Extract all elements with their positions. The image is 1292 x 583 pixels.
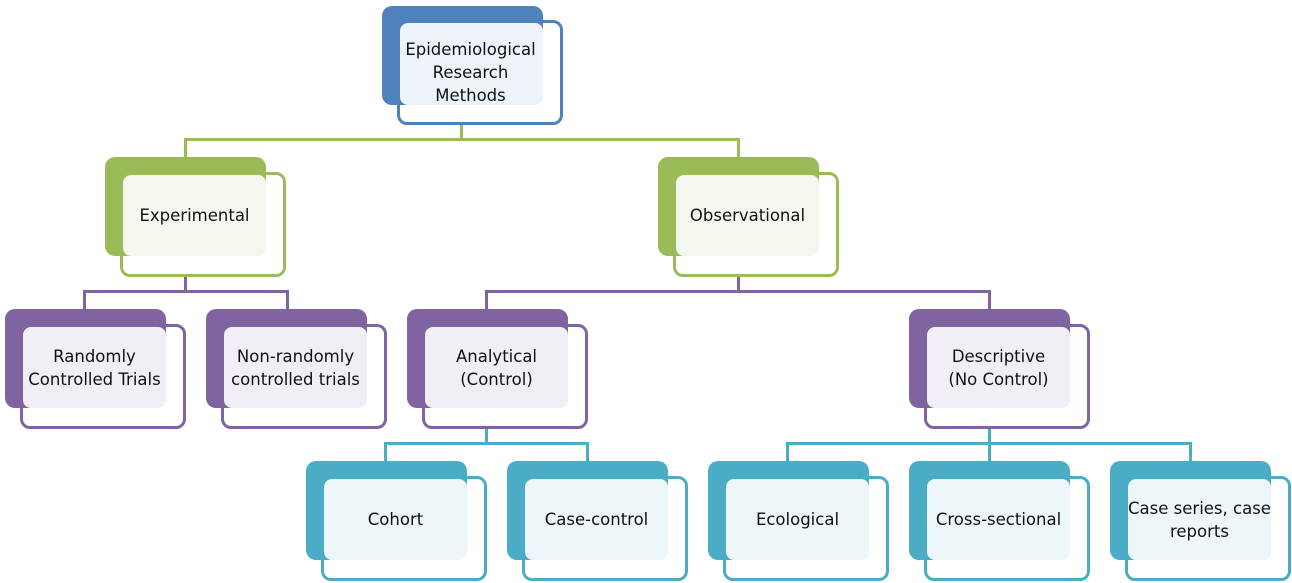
connector-trunk: [988, 429, 991, 444]
connector-drop: [286, 290, 289, 309]
connector-drop: [988, 290, 991, 309]
node-observational-label: Observational: [689, 206, 806, 225]
connector-trunk: [460, 124, 463, 140]
node-ecological-label: Ecological: [755, 510, 840, 529]
connector-trunk: [485, 429, 488, 444]
node-case-series-panel: [1128, 479, 1271, 560]
connector-trunk: [737, 276, 740, 292]
connector-trunk: [184, 276, 187, 292]
node-case-series[interactable]: [1125, 476, 1291, 581]
node-ecological[interactable]: [723, 476, 889, 581]
node-root[interactable]: [397, 20, 563, 125]
connector-drop: [184, 138, 187, 157]
node-observational-panel: [676, 175, 819, 256]
node-analytical-panel: [425, 327, 568, 408]
node-nrct[interactable]: [221, 324, 387, 429]
connector-drop: [988, 442, 991, 461]
connector-drop: [737, 138, 740, 157]
node-cross-sectional-label: Cross-sectional: [935, 510, 1062, 529]
node-ecological-panel: [726, 479, 869, 560]
node-analytical[interactable]: [422, 324, 588, 429]
node-experimental-panel: [123, 175, 266, 256]
node-nrct-panel: [224, 327, 367, 408]
node-rct-label: Randomly Controlled Trials: [28, 346, 161, 389]
node-descriptive-label: Descriptive (No Control): [948, 346, 1049, 389]
node-cohort[interactable]: [321, 476, 487, 581]
node-experimental[interactable]: [120, 172, 286, 277]
connector-bar: [83, 290, 289, 293]
connector-drop: [384, 442, 387, 461]
node-descriptive-panel: [927, 327, 1070, 408]
node-case-series-label: Case series, case reports: [1128, 498, 1271, 541]
connector-drop: [586, 442, 589, 461]
node-case-control-label: Case-control: [544, 510, 649, 529]
connector-bar: [184, 138, 740, 141]
connector-drop: [786, 442, 789, 461]
node-observational[interactable]: [673, 172, 839, 277]
node-cohort-label: Cohort: [367, 510, 424, 529]
connector-bar: [384, 442, 589, 445]
node-rct-panel: [23, 327, 166, 408]
node-analytical-label: Analytical (Control): [455, 346, 538, 389]
connector-drop: [1189, 442, 1192, 461]
node-nrct-label: Non-randomly controlled trials: [231, 346, 360, 389]
node-cross-sectional[interactable]: [924, 476, 1090, 581]
node-case-control[interactable]: [522, 476, 688, 581]
node-experimental-label: Experimental: [139, 206, 250, 225]
connector-drop: [485, 290, 488, 309]
node-rct[interactable]: [20, 324, 186, 429]
node-cross-sectional-panel: [927, 479, 1070, 560]
node-cohort-panel: [324, 479, 467, 560]
node-root-label: Epidemiological Research Methods: [405, 39, 536, 105]
connector-bar: [485, 290, 991, 293]
node-descriptive[interactable]: [924, 324, 1090, 429]
connector-drop: [83, 290, 86, 309]
node-case-control-panel: [525, 479, 668, 560]
node-root-panel: [400, 23, 543, 105]
